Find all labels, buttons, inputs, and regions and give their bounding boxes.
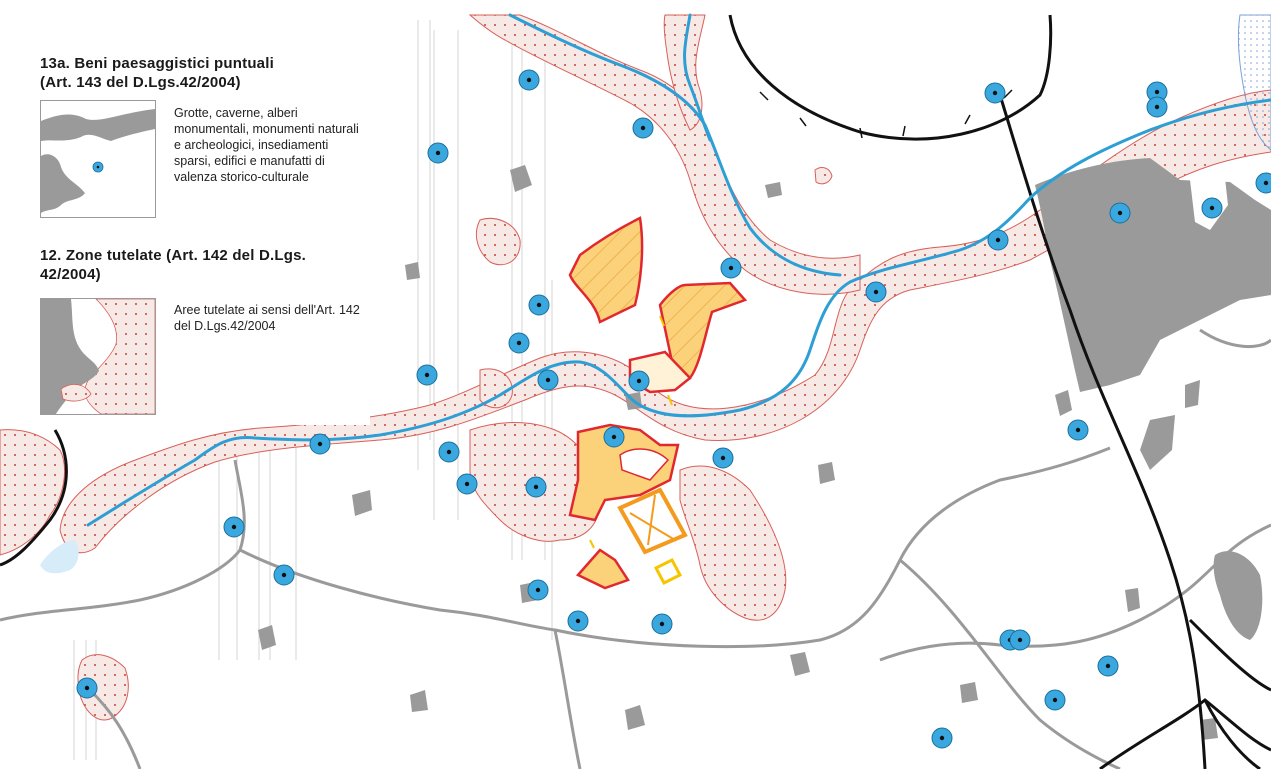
marker xyxy=(720,257,742,279)
marker xyxy=(1067,419,1089,441)
marker xyxy=(1009,629,1031,651)
marker xyxy=(1044,689,1066,711)
map-legend: 13a. Beni paesaggistici puntuali (Art. 1… xyxy=(0,0,370,425)
marker xyxy=(76,677,98,699)
marker xyxy=(865,281,887,303)
marker xyxy=(537,369,559,391)
marker xyxy=(1146,81,1168,103)
red-dotted-area-icon xyxy=(84,299,155,414)
marker xyxy=(518,69,540,91)
railway-ticks xyxy=(759,89,1013,139)
marker xyxy=(931,727,953,749)
vertical-stripes xyxy=(73,20,553,760)
rivers xyxy=(86,13,1271,527)
legend-swatch-zone-tutelate xyxy=(40,298,156,415)
marker xyxy=(223,516,245,538)
marker xyxy=(1201,197,1223,219)
marker xyxy=(984,82,1006,104)
marker xyxy=(987,229,1009,251)
marker xyxy=(1109,202,1131,224)
marker xyxy=(1097,655,1119,677)
marker xyxy=(456,473,478,495)
blue-dotted-area xyxy=(1237,14,1271,151)
marker xyxy=(273,564,295,586)
marker xyxy=(416,364,438,386)
legend-swatch-beni-puntuali xyxy=(40,100,156,218)
marker xyxy=(632,117,654,139)
legend-desc-beni-puntuali: Grotte, caverne, alberi monumentali, mon… xyxy=(174,106,359,184)
legend-desc-zone-tutelate: Aree tutelate ai sensi dell'Art. 142 del… xyxy=(174,303,360,333)
municipal-boundaries xyxy=(0,328,1271,769)
marker xyxy=(567,610,589,632)
lake xyxy=(40,540,79,574)
marker xyxy=(427,142,449,164)
marker xyxy=(438,441,460,463)
marker xyxy=(528,294,550,316)
marker xyxy=(508,332,530,354)
marker xyxy=(628,370,650,392)
marker xyxy=(525,476,547,498)
marker xyxy=(309,433,331,455)
legend-title-beni-puntuali: 13a. Beni paesaggistici puntuali (Art. 1… xyxy=(40,55,274,91)
marker xyxy=(527,579,549,601)
marker xyxy=(1255,172,1271,194)
marker xyxy=(712,447,734,469)
legend-title-zone-tutelate: 12. Zone tutelate (Art. 142 del D.Lgs. 4… xyxy=(40,247,306,283)
marker xyxy=(651,613,673,635)
marker xyxy=(603,426,625,448)
marker xyxy=(1146,96,1168,118)
